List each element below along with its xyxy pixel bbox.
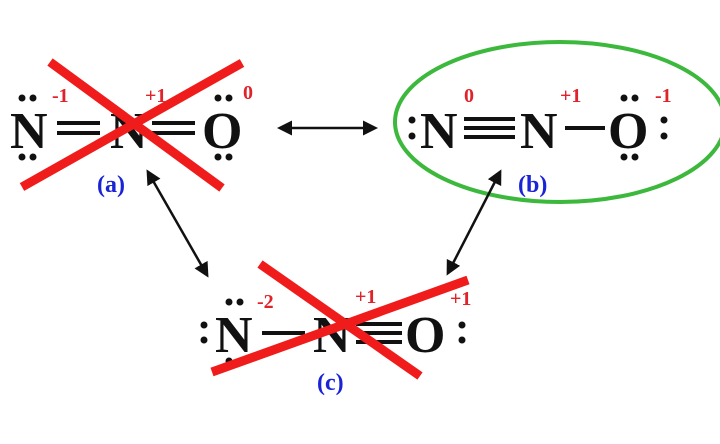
charge-o: 0 — [243, 82, 253, 104]
structure-a: N N O -1 +1 0 (a) — [10, 58, 253, 198]
double-bond — [152, 121, 195, 135]
structure-b: N N O 0 +1 -1 (b) — [393, 40, 720, 204]
atom-o: O — [405, 307, 445, 364]
charge-n2: +1 — [560, 85, 581, 107]
atom-o: O — [202, 103, 242, 160]
charge-n1: 0 — [464, 85, 474, 107]
lone-pairs — [408, 94, 668, 161]
rejected-cross-icon — [19, 58, 245, 192]
atom-n1: N — [10, 103, 48, 160]
charge-o: +1 — [450, 288, 471, 310]
atom-n1: N — [215, 307, 253, 364]
atom-o: O — [608, 103, 648, 160]
highlight-ellipse — [393, 40, 720, 204]
charge-n2: +1 — [355, 286, 376, 308]
charge-n1: -1 — [52, 85, 69, 107]
resonance-arrow-b-c — [446, 169, 502, 276]
charge-o: -1 — [655, 85, 672, 107]
rejected-cross-icon — [210, 260, 470, 380]
structure-label: (a) — [97, 172, 125, 198]
charge-n2: +1 — [145, 85, 166, 107]
double-bond — [57, 121, 100, 135]
structure-label: (c) — [317, 370, 344, 396]
atom-n2: N — [520, 103, 558, 160]
charge-n1: -2 — [257, 291, 274, 313]
resonance-arrow-a-c — [146, 169, 209, 278]
triple-bond — [464, 117, 515, 139]
atom-n1: N — [420, 103, 458, 160]
lone-pairs — [18, 94, 233, 161]
structure-label: (b) — [518, 172, 547, 198]
structure-c: N N O -2 +1 +1 (c) — [200, 260, 471, 396]
